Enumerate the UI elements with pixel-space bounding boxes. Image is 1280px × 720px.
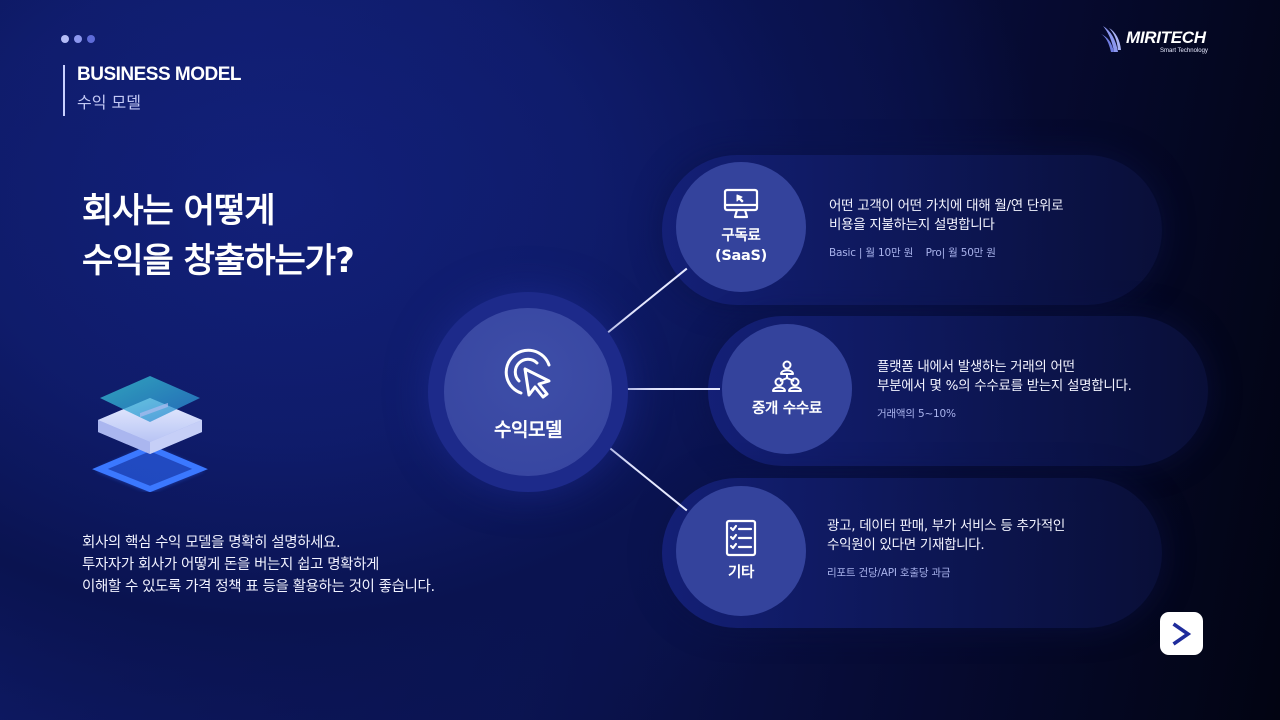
- slide-dots: [61, 35, 95, 43]
- node-subscription-label-line-2: (SaaS): [715, 248, 767, 264]
- page-title-line-1: 회사는 어떻게: [82, 191, 276, 231]
- commission-rate: 거래액의 5~10%: [877, 408, 956, 420]
- node-commission-label: 중개 수수료: [752, 401, 822, 417]
- node-other-label: 기타: [727, 565, 755, 581]
- description-line-2: 투자자가 회사가 어떻게 돈을 버는지 쉽고 명확하게: [82, 557, 379, 573]
- connector-line-bottom: [605, 444, 688, 512]
- logo-name: MIRITECH: [1126, 28, 1206, 47]
- other-text: 광고, 데이터 판매, 부가 서비스 등 추가적인 수익원이 있다면 기재합니다…: [827, 517, 1065, 580]
- chevron-right-icon: [1171, 621, 1191, 646]
- other-text-line-1: 광고, 데이터 판매, 부가 서비스 등 추가적인: [827, 518, 1065, 534]
- subscription-text-line-2: 비용을 지불하는지 설명합니다: [829, 217, 995, 233]
- connector-line-top: [605, 267, 688, 335]
- click-cursor-icon: [504, 348, 551, 398]
- section-title-ko: 수익 모델: [77, 93, 141, 112]
- page-title-line-2: 수익을 창출하는가?: [82, 241, 355, 281]
- stacked-layers-icon: [92, 376, 208, 492]
- dot-2: [74, 35, 82, 43]
- revenue-model-hub-inner: 수익모델: [444, 308, 612, 476]
- page-title: 회사는 어떻게 수익을 창출하는가?: [82, 186, 355, 286]
- commission-text-line-2: 부분에서 몇 %의 수수료를 받는지 설명합니다.: [877, 378, 1132, 394]
- description-line-3: 이해할 수 있도록 가격 정책 표 등을 활용하는 것이 좋습니다.: [82, 579, 435, 595]
- commission-text-line-1: 플랫폼 내에서 발생하는 거래의 어떤: [877, 359, 1075, 375]
- node-other: 기타: [676, 486, 806, 616]
- wing-logo-icon: [1101, 26, 1121, 52]
- node-subscription-label-line-1: 구독료: [721, 228, 761, 244]
- subscription-text: 어떤 고객이 어떤 가치에 대해 월/연 단위로 비용을 지불하는지 설명합니다…: [829, 197, 1064, 260]
- monitor-cursor-icon: [723, 188, 759, 219]
- node-subscription: 구독료 (SaaS): [676, 162, 806, 292]
- node-commission: 중개 수수료: [722, 324, 852, 454]
- network-users-icon: [772, 360, 802, 392]
- hub-label: 수익모델: [494, 418, 562, 441]
- connector-line-middle: [622, 388, 720, 390]
- subscription-pricing: Basic | 월 10만 원 Pro| 월 50만 원: [829, 247, 996, 259]
- section-header: BUSINESS MODEL 수익 모델: [63, 64, 242, 116]
- description-text: 회사의 핵심 수익 모델을 명확히 설명하세요. 투자자가 회사가 어떻게 돈을…: [82, 532, 435, 598]
- description-line-1: 회사의 핵심 수익 모델을 명확히 설명하세요.: [82, 535, 341, 551]
- commission-text: 플랫폼 내에서 발생하는 거래의 어떤 부분에서 몇 %의 수수료를 받는지 설…: [877, 358, 1132, 421]
- next-slide-button[interactable]: [1160, 612, 1203, 655]
- subscription-text-line-1: 어떤 고객이 어떤 가치에 대해 월/연 단위로: [829, 198, 1064, 214]
- node-subscription-label: 구독료 (SaaS): [715, 226, 767, 266]
- revenue-model-hub: 수익모델: [428, 292, 628, 492]
- checklist-icon: [725, 519, 757, 557]
- other-pricing: 리포트 건당/API 호출당 과금: [827, 567, 951, 579]
- dot-1: [61, 35, 69, 43]
- brand-logo: MIRITECH Smart Technology: [1100, 22, 1220, 58]
- other-text-line-2: 수익원이 있다면 기재합니다.: [827, 537, 985, 553]
- logo-tagline: Smart Technology: [1160, 48, 1208, 54]
- dot-3: [87, 35, 95, 43]
- section-title-en: BUSINESS MODEL: [77, 64, 242, 85]
